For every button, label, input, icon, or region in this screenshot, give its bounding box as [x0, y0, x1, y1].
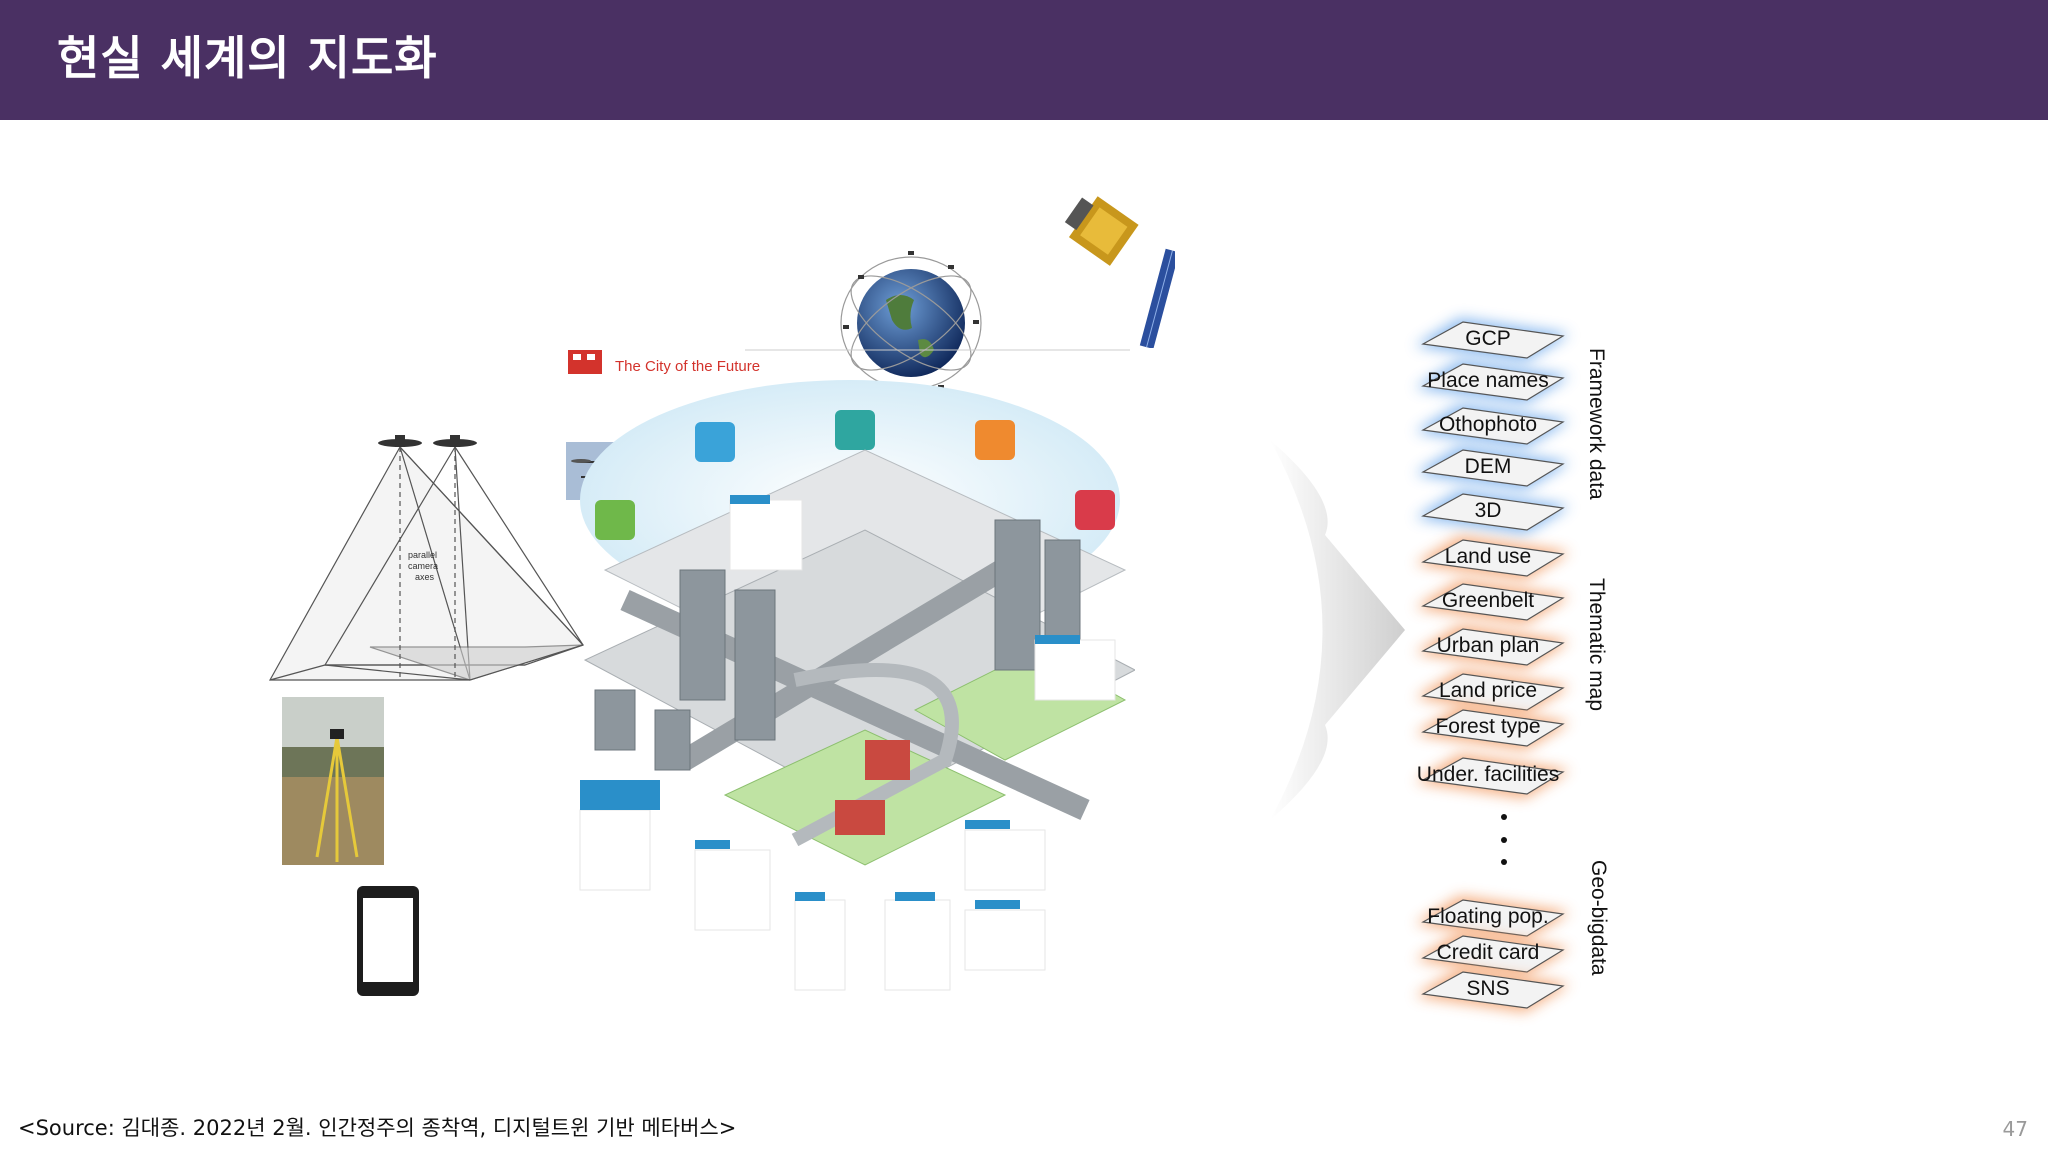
layer-plate [1421, 935, 1565, 973]
title-bar: 현실 세계의 지도화 [0, 0, 2048, 120]
layer-plate [1421, 321, 1565, 359]
city-caption: The City of the Future [615, 358, 760, 375]
camera-label-3: axes [415, 572, 435, 582]
layer-label-framework: 3D [1475, 499, 1502, 522]
layer-label-thematic: Under. facilities [1417, 763, 1559, 786]
layer-plate [1421, 493, 1565, 531]
thematic-map-label: Thematic map [1585, 578, 1608, 711]
layer-label-framework: Place names [1427, 369, 1548, 392]
layer-plate [1421, 757, 1565, 795]
layer-plate [1421, 709, 1565, 747]
layer-plate [1421, 899, 1565, 937]
layer-label-bigdata: SNS [1466, 977, 1509, 1000]
layer-plate [1421, 363, 1565, 401]
layer-plate [1421, 583, 1565, 621]
layer-plate [1421, 407, 1565, 445]
layer-label-thematic: Greenbelt [1442, 589, 1534, 612]
layer-plate [1421, 539, 1565, 577]
layer-label-thematic: Land use [1445, 545, 1531, 568]
framework-data-label: Framework data [1585, 348, 1608, 500]
dots [1501, 814, 1507, 865]
layer-plate [1421, 971, 1565, 1009]
layer-label-bigdata: Credit card [1437, 941, 1540, 964]
satellite-icon [1064, 196, 1175, 348]
page-number: 47 [2002, 1117, 2028, 1141]
camera-label-2: camera [408, 561, 438, 571]
layer-label-thematic: Urban plan [1437, 634, 1540, 657]
city-logo-icon [568, 350, 602, 374]
source-citation: <Source: 김대종. 2022년 2월. 인간정주의 종착역, 디지털트윈… [18, 1116, 737, 1140]
slide-title: 현실 세계의 지도화 [57, 31, 438, 85]
gps-survey-photo [282, 697, 384, 865]
layer-label-bigdata: Floating pop. [1427, 905, 1548, 928]
large-arrow-icon [1270, 440, 1405, 820]
app-icon-green [595, 500, 635, 540]
cloud-app-icon [695, 422, 735, 462]
mail-app-icon [1075, 490, 1115, 530]
city-of-the-future-illustration: The City of the Future [568, 349, 1135, 991]
layer-plate [1421, 673, 1565, 711]
geo-bigdata-label: Geo-bigdata [1587, 860, 1610, 976]
layer-label-framework: DEM [1465, 455, 1512, 478]
aerial-camera-diagram: parallel camera axes [268, 435, 585, 681]
photo-app-icon [835, 410, 875, 450]
chat-app-icon [975, 420, 1015, 460]
layer-label-framework: Othophoto [1439, 413, 1537, 436]
layer-plate [1421, 628, 1565, 666]
camera-label-1: parallel [408, 550, 437, 560]
layer-label-thematic: Land price [1439, 679, 1537, 702]
smartphone-icon [357, 886, 419, 996]
layer-label-framework: GCP [1465, 327, 1511, 350]
layer-plate [1421, 449, 1565, 487]
layer-label-thematic: Forest type [1435, 715, 1540, 738]
